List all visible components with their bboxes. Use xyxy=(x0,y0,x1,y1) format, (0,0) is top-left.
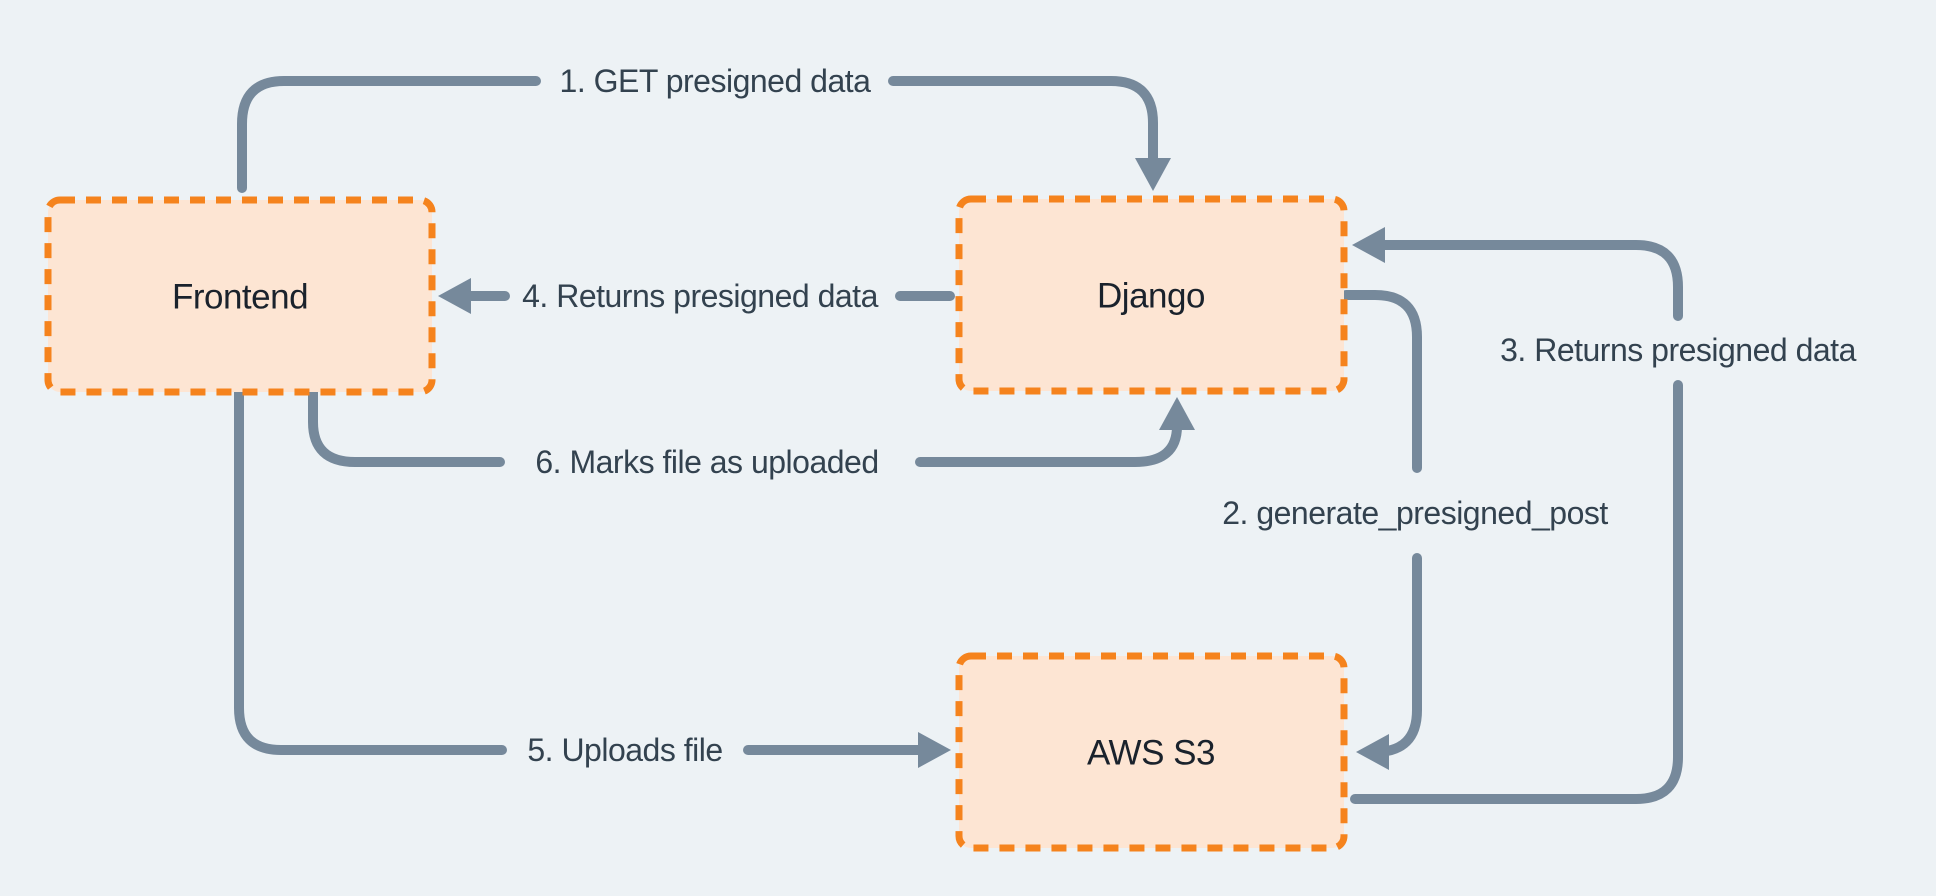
node-django: Django xyxy=(955,195,1348,395)
edge-6-arrowhead-up-icon xyxy=(1159,397,1195,430)
edge-4-arrowhead-left-icon xyxy=(438,278,471,314)
edge-6-line-start xyxy=(308,387,505,467)
edge-2-line-start xyxy=(1341,290,1422,473)
node-aws-s3: AWS S3 xyxy=(955,652,1348,852)
edge-1-line-end xyxy=(888,76,1158,167)
node-django-label: Django xyxy=(1097,277,1205,316)
edge-2-line-end xyxy=(1370,553,1422,757)
node-django-box xyxy=(955,195,1348,395)
edge-3-arrowhead-left-icon xyxy=(1352,227,1385,263)
edge-5-arrowhead-right-icon xyxy=(918,732,951,768)
node-frontend: Frontend xyxy=(44,196,436,396)
edge-1-label: 1. GET presigned data xyxy=(560,63,872,99)
edge-1-line-start xyxy=(237,76,541,193)
edge-2-arrowhead-left-icon xyxy=(1356,734,1389,770)
edge-5-label: 5. Uploads file xyxy=(527,732,722,768)
edge-2-label: 2. generate_presigned_post xyxy=(1222,495,1608,531)
edge-4-label: 4. Returns presigned data xyxy=(522,278,878,314)
node-frontend-label: Frontend xyxy=(172,278,308,317)
node-aws-s3-box xyxy=(955,652,1348,852)
edge-3-label: 3. Returns presigned data xyxy=(1500,332,1856,368)
node-frontend-box xyxy=(44,196,436,396)
edge-6-line-end xyxy=(915,421,1182,467)
node-aws-s3-label: AWS S3 xyxy=(1087,734,1215,773)
edge-3-line-start xyxy=(1350,380,1683,804)
edge-3-line-end xyxy=(1377,240,1683,321)
edge-6-label: 6. Marks file as uploaded xyxy=(535,444,878,480)
edge-1-arrowhead-down-icon xyxy=(1135,158,1171,191)
edge-5-line-start xyxy=(234,387,507,755)
